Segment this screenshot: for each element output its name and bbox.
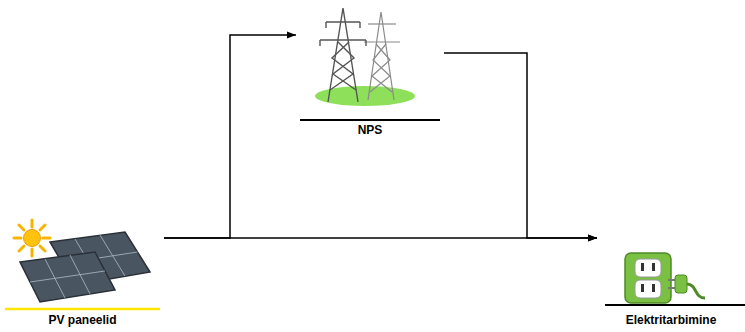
underline-bar — [605, 304, 745, 306]
plug-cable — [687, 284, 705, 298]
outlet-socket — [635, 280, 661, 298]
diagram-node: NPS — [296, 2, 444, 140]
outlet-plate — [625, 253, 671, 303]
tower-arm — [326, 21, 360, 22]
solar-panel-icon — [20, 232, 150, 302]
sun-icon — [14, 220, 50, 256]
sun-ray — [31, 249, 34, 256]
underline-bar — [300, 119, 440, 121]
insulator — [365, 40, 366, 46]
insulator — [319, 40, 320, 46]
tower-lattice — [370, 44, 390, 92]
node-label: PV paneelid — [1, 313, 164, 327]
sun-ray — [31, 220, 34, 227]
plug-prong — [668, 287, 675, 289]
underline-bar — [5, 308, 160, 311]
node-label: Elektritarbimine — [597, 313, 745, 327]
tower-leg — [368, 12, 394, 100]
outlet-icon — [625, 253, 705, 303]
outlet-socket — [635, 259, 661, 277]
sun-ray — [19, 225, 24, 230]
insulator — [325, 22, 326, 28]
sun-ray — [14, 237, 21, 240]
solar-panel — [20, 252, 115, 302]
diagram-node: Elektritarbimine — [597, 230, 745, 330]
socket-slot — [652, 263, 655, 271]
insulator — [359, 22, 360, 28]
tower-lattice — [333, 42, 356, 90]
diagram-node: PV paneelid — [1, 212, 164, 330]
sun-ray — [40, 246, 45, 251]
sun-ray — [40, 225, 45, 230]
power-tower-icon — [315, 8, 415, 106]
tower-front — [320, 8, 366, 102]
socket-slot — [652, 284, 655, 292]
tower-lattice — [330, 42, 353, 90]
socket-slot — [641, 284, 644, 292]
sun-disc — [24, 230, 41, 247]
socket-slot — [641, 263, 644, 271]
tower-back — [364, 12, 400, 100]
sun-ray — [19, 246, 24, 251]
panel-grid — [30, 271, 105, 282]
plug-body — [675, 275, 687, 293]
tower-arm — [364, 41, 400, 42]
node-label: NPS — [296, 123, 444, 137]
plug-prong — [668, 279, 675, 281]
tower-arm — [320, 39, 366, 40]
tower-arm — [368, 23, 396, 24]
sun-ray — [43, 237, 50, 240]
flow-arrow — [444, 53, 597, 238]
flow-arrow — [164, 35, 296, 238]
